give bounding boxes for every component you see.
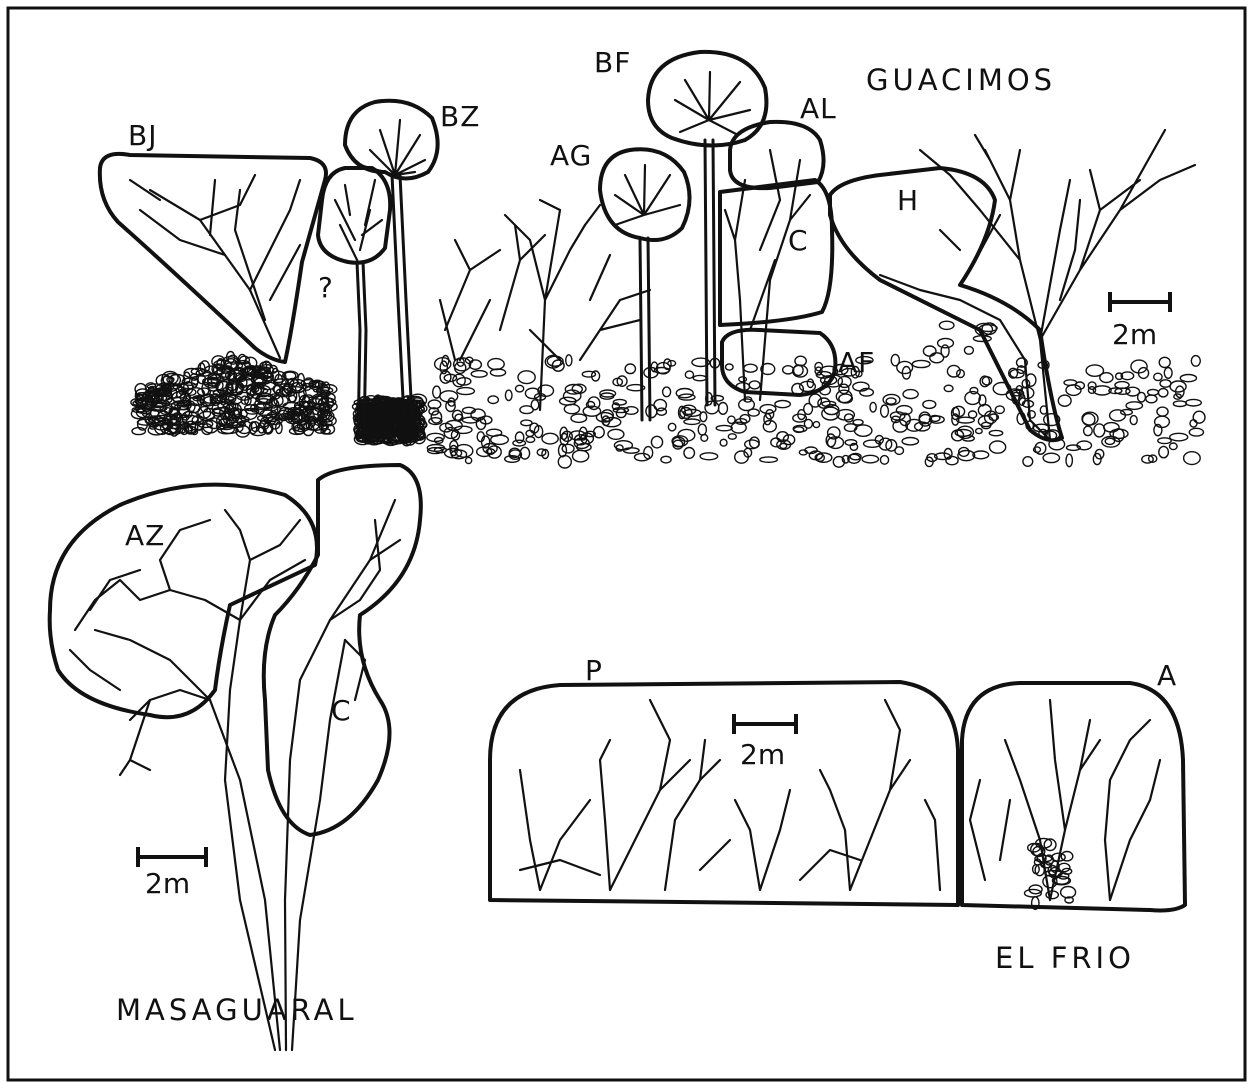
trunk-ag (640, 238, 650, 420)
label-al: AL (800, 92, 837, 125)
crown-bf (648, 52, 766, 146)
label-p: P (585, 654, 603, 687)
scale-bar-elfrio: 2m (734, 714, 796, 771)
label-bf: BF (594, 46, 631, 79)
branches-masaguaral (70, 500, 400, 1050)
shrub-cluster-a (1025, 838, 1076, 909)
scale-bar-masaguaral: 2m (138, 847, 206, 900)
guacimos-panel: 2m BJ BZ ? BF AL AG C H AF GUACIMOS (100, 46, 1205, 468)
label-a: A (1157, 659, 1177, 692)
label-ag: AG (550, 139, 592, 172)
fronds-bf (675, 72, 750, 135)
site-label-guacimos: GUACIMOS (866, 63, 1056, 97)
branches-bj (130, 175, 300, 358)
label-bz: BZ (440, 100, 480, 133)
crown-az (50, 485, 317, 718)
fronds-bz (360, 120, 425, 175)
scale-label-masaguaral: 2m (145, 867, 190, 900)
label-af: AF (838, 346, 875, 379)
label-unknown: ? (318, 271, 334, 304)
masaguaral-panel: 2m AZ C MASAGUARAL (50, 465, 421, 1050)
branches-p (520, 700, 940, 890)
branches-a (970, 700, 1160, 900)
site-label-elfrio: EL FRIO (995, 941, 1135, 975)
elfrio-panel: 2m P A EL FRIO (490, 654, 1185, 975)
scale-bar-guacimos: 2m (1110, 292, 1170, 351)
label-c-guacimos: C (788, 224, 809, 257)
figure-frame (8, 8, 1245, 1080)
label-az: AZ (125, 519, 165, 552)
scale-label-guacimos: 2m (1112, 318, 1157, 351)
label-bj: BJ (128, 119, 157, 152)
crown-unknown (318, 168, 390, 263)
scale-label-elfrio: 2m (740, 738, 785, 771)
label-c-masaguaral: C (331, 694, 352, 727)
branches-unknown (335, 180, 382, 262)
fronds-ag (615, 165, 680, 225)
label-h: H (897, 184, 919, 217)
crown-al (730, 122, 824, 188)
site-label-masaguaral: MASAGUARAL (116, 993, 358, 1027)
trunk-bz (392, 175, 412, 418)
